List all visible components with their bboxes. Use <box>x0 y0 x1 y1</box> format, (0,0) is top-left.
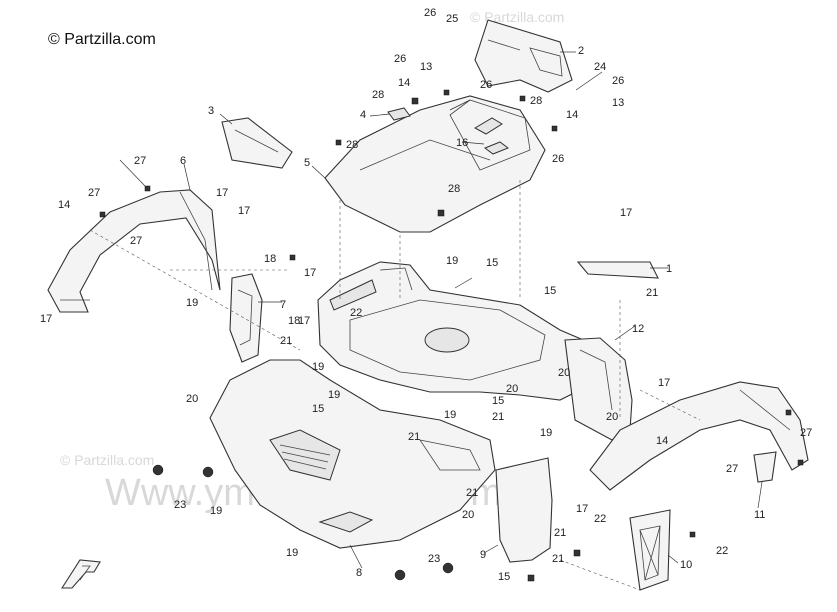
callout-19-e: 19 <box>444 409 456 421</box>
callout-15-e: 15 <box>498 571 510 583</box>
part-mud-guard <box>495 457 553 563</box>
callout-9: 9 <box>480 549 486 561</box>
callout-17-a: 17 <box>216 187 228 199</box>
callout-labels: 1 2 3 4 5 6 7 8 9 10 11 12 13 13 14 14 1… <box>40 7 812 583</box>
callout-28-d: 28 <box>448 183 460 195</box>
callout-17-g: 17 <box>658 377 670 389</box>
callout-19-a: 19 <box>446 255 458 267</box>
part-right-bracket <box>753 451 777 483</box>
callout-26-c: 26 <box>480 79 492 91</box>
callout-17-b: 17 <box>238 205 250 217</box>
callout-26-a: 26 <box>424 7 436 19</box>
callout-25: 25 <box>446 13 458 25</box>
callout-17-e: 17 <box>298 315 310 327</box>
front-direction-arrow-icon <box>60 559 101 589</box>
callout-23-a: 23 <box>174 499 186 511</box>
callout-13-b: 13 <box>612 97 624 109</box>
callout-17-f: 17 <box>620 207 632 219</box>
callout-20-b: 20 <box>506 383 518 395</box>
callout-18-a: 18 <box>264 253 276 265</box>
callout-17-d: 17 <box>304 267 316 279</box>
callout-5: 5 <box>304 157 310 169</box>
callout-27-c: 27 <box>130 235 142 247</box>
callout-28-b: 28 <box>530 95 542 107</box>
callout-20-c: 20 <box>558 367 570 379</box>
callout-12: 12 <box>632 323 644 335</box>
callout-14-a: 14 <box>398 77 410 89</box>
part-side-bracket <box>229 273 263 363</box>
callout-28-c: 28 <box>346 139 358 151</box>
callout-22-c: 22 <box>716 545 728 557</box>
part-front-top-panel <box>324 95 546 233</box>
callout-17-c: 17 <box>40 313 52 325</box>
callout-22-b: 22 <box>594 513 606 525</box>
callout-26-d: 26 <box>612 75 624 87</box>
callout-27-b: 27 <box>88 187 100 199</box>
callout-13-a: 13 <box>420 61 432 73</box>
callout-15-b: 15 <box>544 285 556 297</box>
part-front-bumper <box>209 359 496 549</box>
part-grille-insert <box>629 509 671 591</box>
callout-15-a: 15 <box>486 257 498 269</box>
callout-11: 11 <box>754 509 765 521</box>
watermark-partzilla-left: © Partzilla.com <box>60 452 154 468</box>
callout-19-c: 19 <box>312 361 324 373</box>
part-front-top-cover <box>474 19 573 93</box>
callout-16: 16 <box>456 137 468 149</box>
callout-20-e: 20 <box>462 509 474 521</box>
callout-27-e: 27 <box>726 463 738 475</box>
copyright-text: © Partzilla.com <box>48 31 156 48</box>
callout-2: 2 <box>578 45 584 57</box>
callout-28-a: 28 <box>372 89 384 101</box>
part-clip <box>387 107 411 121</box>
callout-22-a: 22 <box>350 307 362 319</box>
callout-6: 6 <box>180 155 186 167</box>
callout-27-a: 27 <box>134 155 146 167</box>
callout-4: 4 <box>360 109 366 121</box>
callout-19-d: 19 <box>328 389 340 401</box>
alignment-lines <box>89 180 701 591</box>
callout-19-g: 19 <box>210 505 222 517</box>
callout-26-b: 26 <box>394 53 406 65</box>
callout-21-c: 21 <box>408 431 420 443</box>
callout-7: 7 <box>280 299 286 311</box>
callout-17-h: 17 <box>576 503 588 515</box>
leader-lines <box>119 51 763 569</box>
part-cover-plate <box>576 261 659 279</box>
callout-26-e: 26 <box>552 153 564 165</box>
callout-19-b: 19 <box>186 297 198 309</box>
callout-14-d: 14 <box>656 435 668 447</box>
callout-19-f: 19 <box>540 427 552 439</box>
fastener-hardware <box>99 89 804 582</box>
callout-14-b: 14 <box>566 109 578 121</box>
callout-15-c: 15 <box>312 403 324 415</box>
callout-24: 24 <box>594 61 606 73</box>
callout-21-f: 21 <box>554 527 566 539</box>
part-small-bracket <box>221 117 293 169</box>
callout-21-a: 21 <box>646 287 658 299</box>
callout-14-c: 14 <box>58 199 70 211</box>
callout-21-g: 21 <box>552 553 564 565</box>
part-left-fender <box>47 189 221 313</box>
callout-27-d: 27 <box>800 427 812 439</box>
callout-15-d: 15 <box>492 395 504 407</box>
watermark-partzilla-top: © Partzilla.com <box>470 9 564 25</box>
part-front-body <box>317 261 611 401</box>
callout-20-a: 20 <box>186 393 198 405</box>
callout-21-e: 21 <box>466 487 478 499</box>
callout-19-h: 19 <box>286 547 298 559</box>
callout-10: 10 <box>680 559 692 571</box>
callout-18-b: 18 <box>288 315 300 327</box>
callout-1: 1 <box>666 263 672 275</box>
callout-3: 3 <box>208 105 214 117</box>
part-right-inner-fender <box>564 337 633 441</box>
callout-20-d: 20 <box>606 411 618 423</box>
callout-23-b: 23 <box>428 553 440 565</box>
callout-8: 8 <box>356 567 362 579</box>
callout-21-d: 21 <box>492 411 504 423</box>
callout-21-b: 21 <box>280 335 292 347</box>
